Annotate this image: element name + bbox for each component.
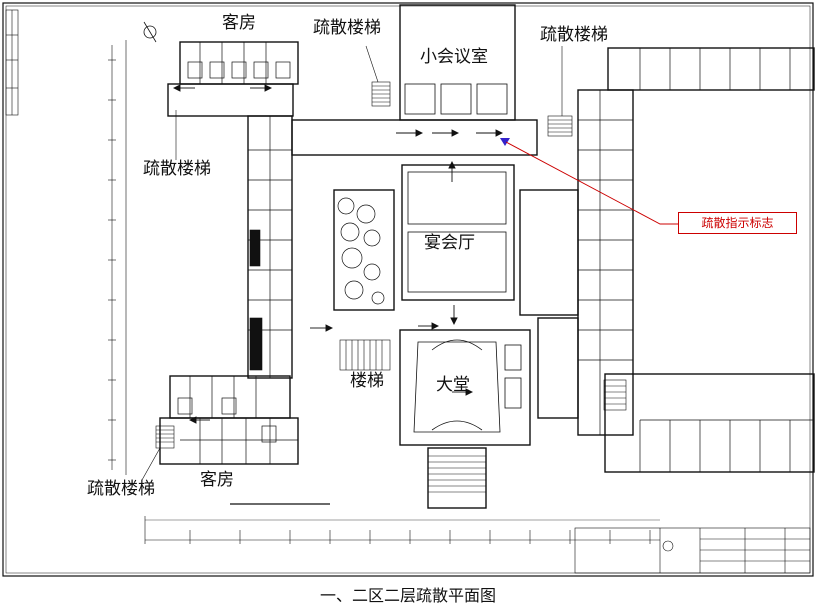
stair-hatching xyxy=(155,81,627,449)
guest-room-partitions-top xyxy=(187,42,291,84)
entrance-steps xyxy=(427,447,487,509)
right-wing-partitions xyxy=(578,48,814,472)
left-dimension-line xyxy=(108,40,127,475)
meeting-room-units xyxy=(404,83,508,115)
label-stair-top-right: 疏散楼梯 xyxy=(540,25,608,45)
label-small-meeting-room: 小会议室 xyxy=(420,47,488,67)
lobby-inner xyxy=(413,339,522,433)
guest-wing-bottom-corridor xyxy=(159,417,299,465)
guest-room-partitions-bottom xyxy=(177,376,298,464)
label-guest-room-bottom: 客房 xyxy=(200,470,234,490)
evacuation-arrows xyxy=(172,84,504,424)
banquet-hall xyxy=(401,164,515,301)
label-lobby: 大堂 xyxy=(436,375,470,395)
north-arrow-icon xyxy=(143,21,157,43)
courtyard-tables xyxy=(337,197,385,305)
label-stair-left: 疏散楼梯 xyxy=(143,159,211,179)
left-wing-partitions xyxy=(248,116,292,378)
right-wing-top xyxy=(607,47,815,91)
guest-wing-bottom xyxy=(169,375,291,419)
callout-leader-line xyxy=(505,141,678,225)
guest-wing-top-corridor xyxy=(167,83,294,117)
right-stair-block xyxy=(537,317,579,419)
label-stairs-center: 楼梯 xyxy=(350,371,384,391)
title-block xyxy=(574,527,811,574)
central-block xyxy=(291,119,538,156)
sheet-border xyxy=(2,2,814,577)
binding-strip xyxy=(5,9,19,116)
banquet-hall-inner xyxy=(407,171,507,293)
lobby xyxy=(399,329,531,446)
label-stair-bottom-left: 疏散楼梯 xyxy=(87,479,155,499)
drawing-caption: 一、二区二层疏散平面图 xyxy=(319,586,496,605)
sheet-inner-border xyxy=(5,5,811,574)
exit-sign-marker-icon xyxy=(500,138,510,146)
bottom-dimension-line xyxy=(144,503,660,544)
label-guest-room-top: 客房 xyxy=(222,13,256,33)
right-wing-bottom xyxy=(604,373,815,473)
label-banquet-hall: 宴会厅 xyxy=(424,233,475,253)
right-mid-block xyxy=(519,189,579,316)
label-leaders xyxy=(141,45,563,481)
entrance-step-lines xyxy=(428,455,486,493)
exit-sign-callout: 疏散指示标志 xyxy=(678,212,797,234)
courtyard-block xyxy=(333,189,395,311)
label-stair-top-left: 疏散楼梯 xyxy=(313,18,381,38)
